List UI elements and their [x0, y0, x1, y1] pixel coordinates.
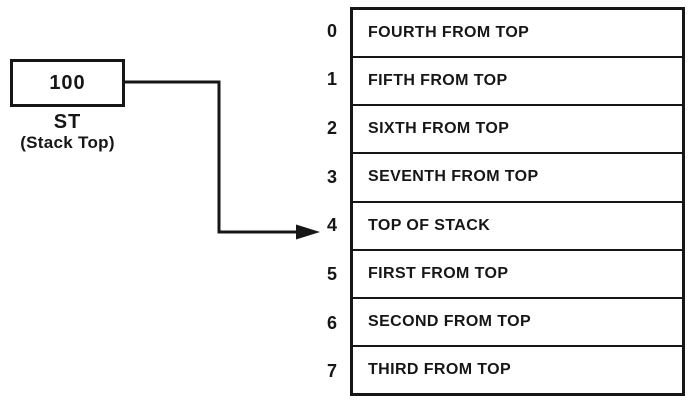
st-register-box: 100	[10, 59, 125, 107]
stack-row: FOURTH FROM TOP	[353, 10, 682, 59]
stack-row: SIXTH FROM TOP	[353, 106, 682, 155]
stack-row: FIFTH FROM TOP	[353, 58, 682, 107]
st-register-name: ST	[53, 111, 82, 133]
stack-index-label: 1	[326, 69, 337, 90]
stack-pointer-arrow-icon	[124, 80, 320, 240]
stack-row: FIRST FROM TOP	[353, 251, 682, 299]
stack-index-label: 0	[326, 20, 337, 41]
stack-index-label: 6	[326, 312, 337, 333]
st-register-value: 100	[49, 71, 86, 94]
stack-index-label: 2	[326, 118, 337, 139]
stack-index-label: 3	[326, 166, 337, 187]
stack-index-label: 7	[326, 361, 337, 382]
st-register-caption: (Stack Top)	[20, 133, 115, 152]
stack-index-label: 5	[326, 263, 337, 284]
stack-index-label: 4	[326, 215, 337, 236]
stack-row: THIRD FROM TOP	[368, 360, 512, 378]
stack-row: SEVENTH FROM TOP	[353, 154, 682, 203]
stack-index-column: 0 1 2 3 4 5 6 7	[307, 7, 357, 396]
stack-row: SECOND FROM TOP	[353, 299, 682, 347]
stack-row-top-of-stack: TOP OF STACK	[353, 203, 682, 251]
stack-table: FOURTH FROM TOP FIFTH FROM TOP SIXTH FRO…	[350, 7, 685, 396]
